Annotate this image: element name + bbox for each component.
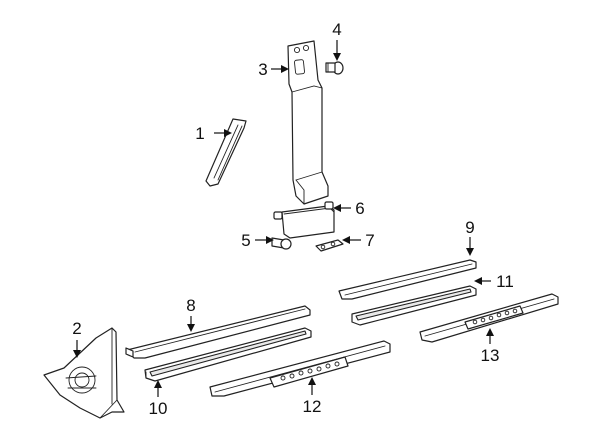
part-12-step-plate bbox=[209, 340, 391, 397]
part-1-narrow-trim bbox=[205, 118, 247, 187]
part-5-bolt bbox=[271, 237, 292, 250]
part-7-retainer bbox=[315, 239, 344, 252]
callout-arrows bbox=[73, 40, 494, 397]
callout-8: 8 bbox=[186, 296, 195, 315]
part-3-pillar-trim bbox=[287, 40, 329, 205]
callout-7: 7 bbox=[365, 231, 374, 250]
part-2-kick-panel bbox=[43, 327, 125, 419]
part-9-sill-plate bbox=[338, 259, 477, 300]
callout-3: 3 bbox=[258, 60, 267, 79]
callout-labels: 1 2 3 4 5 6 7 8 9 10 11 12 13 bbox=[72, 20, 514, 418]
part-8-sill-plate bbox=[125, 305, 311, 359]
callout-10: 10 bbox=[149, 399, 168, 418]
part-4-clip bbox=[325, 61, 344, 75]
callout-5: 5 bbox=[241, 231, 250, 250]
callout-2: 2 bbox=[72, 319, 81, 338]
callout-11: 11 bbox=[496, 272, 514, 291]
part-10-sill-plate bbox=[144, 327, 312, 382]
part-11-sill-plate bbox=[351, 285, 477, 326]
callout-13: 13 bbox=[481, 346, 500, 365]
callout-6: 6 bbox=[355, 199, 364, 218]
callout-4: 4 bbox=[332, 20, 341, 39]
callout-9: 9 bbox=[465, 218, 474, 237]
callout-1: 1 bbox=[195, 124, 204, 143]
part-13-step-plate bbox=[419, 293, 559, 343]
callout-12: 12 bbox=[303, 397, 322, 416]
part-6-bracket bbox=[273, 201, 335, 239]
